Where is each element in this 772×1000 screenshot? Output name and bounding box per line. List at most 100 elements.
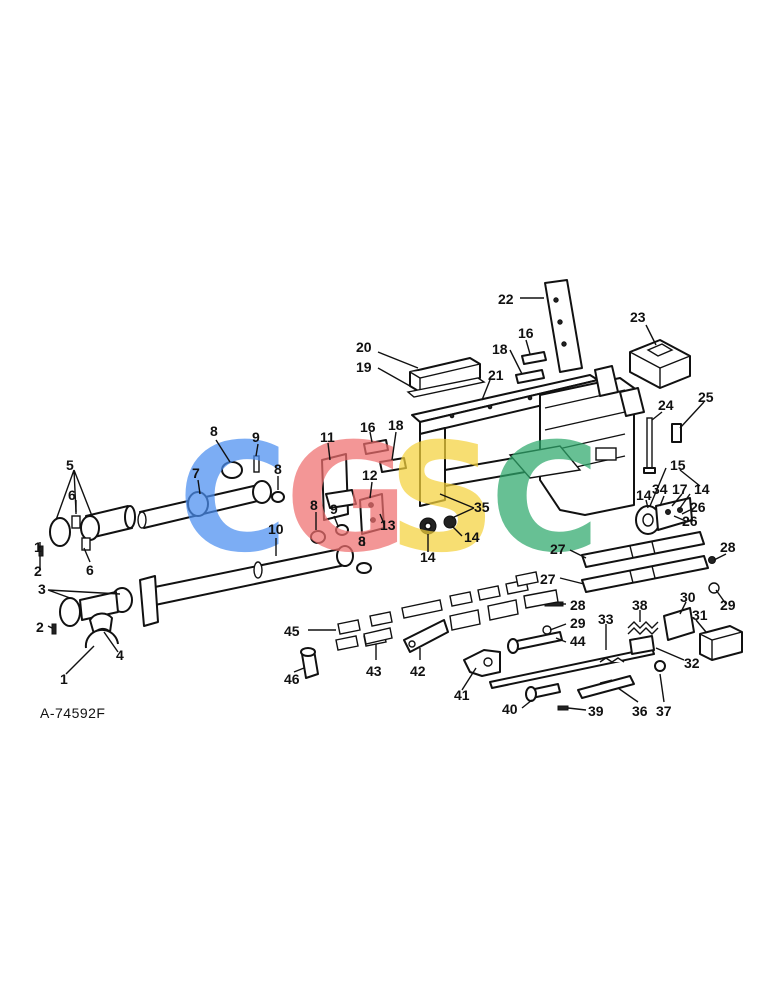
- label-44: 44: [570, 633, 586, 649]
- label-6-upper: 6: [68, 487, 76, 503]
- label-5: 5: [66, 457, 74, 473]
- label-41: 41: [454, 687, 470, 703]
- label-37: 37: [656, 703, 672, 719]
- part-22-plate: [544, 279, 583, 373]
- label-16: 16: [518, 325, 534, 341]
- figure-reference: A-74592F: [40, 705, 105, 721]
- watermark-letter-3: S: [388, 412, 496, 586]
- label-1-lower: 1: [60, 671, 68, 687]
- part-8-mid-bushings: [310, 524, 349, 544]
- label-22: 22: [498, 291, 514, 307]
- label-16-mid: 16: [360, 419, 376, 435]
- part-32-block: [629, 635, 655, 655]
- label-31: 31: [692, 607, 708, 623]
- part-44-pin: [507, 631, 563, 654]
- label-9-mid: 9: [330, 501, 338, 517]
- part-38-spring: [627, 621, 659, 635]
- part-15-hub-assembly: [635, 497, 693, 535]
- label-10: 10: [268, 521, 284, 537]
- part-8-bushing: [221, 461, 285, 503]
- part-18-plate: [515, 369, 545, 384]
- watermark: C G S C: [178, 412, 600, 586]
- label-14-nut: 14: [420, 549, 436, 565]
- label-6-lower: 6: [86, 562, 94, 578]
- part-31-block: [699, 625, 743, 661]
- watermark-letter-2: G: [285, 412, 408, 586]
- label-14-hub-right: 14: [694, 481, 710, 497]
- part-37-nut: [654, 660, 666, 672]
- part-7-upper-shaft: [137, 480, 272, 529]
- label-29-right: 29: [720, 597, 736, 613]
- label-12: 12: [362, 467, 378, 483]
- label-7: 7: [192, 465, 200, 481]
- label-17: 17: [672, 481, 688, 497]
- label-23: 23: [630, 309, 646, 325]
- label-21: 21: [488, 367, 504, 383]
- label-42: 42: [410, 663, 426, 679]
- part-16-plate: [521, 351, 547, 365]
- part-41-bracket: [463, 649, 501, 677]
- part-5-yoke: [49, 505, 136, 547]
- label-26-lower: 26: [682, 513, 698, 529]
- label-8-mid: 8: [310, 497, 318, 513]
- part-42-link: [403, 619, 449, 653]
- label-8-right: 8: [274, 461, 282, 477]
- label-27-upper: 27: [550, 541, 566, 557]
- label-34: 34: [652, 481, 668, 497]
- label-18: 18: [492, 341, 508, 357]
- label-26-upper: 26: [690, 499, 706, 515]
- label-45: 45: [284, 623, 300, 639]
- watermark-letter-4: C: [490, 412, 600, 586]
- label-24: 24: [658, 397, 674, 413]
- label-8-lower: 8: [358, 533, 366, 549]
- label-1-upper: 1: [34, 539, 42, 555]
- part-30-bracket: [663, 607, 695, 641]
- label-35: 35: [474, 499, 490, 515]
- label-32: 32: [684, 655, 700, 671]
- part-23-block: [629, 339, 691, 389]
- label-9-top: 9: [252, 429, 260, 445]
- label-38: 38: [632, 597, 648, 613]
- part-27-lower-bar: [581, 555, 709, 593]
- label-4: 4: [116, 647, 124, 663]
- label-40: 40: [502, 701, 518, 717]
- part-10-lower-shaft: [139, 545, 372, 627]
- part-33-rod: [489, 647, 655, 689]
- part-19-strip: [406, 377, 486, 398]
- parts-drawing: [38, 279, 743, 711]
- callout-labels: 22 23 16 20 18 19 21 24 25 8 9 16 18 11 …: [34, 291, 736, 719]
- part-21-main-frame: [411, 365, 645, 516]
- label-14-nut-right: 14: [464, 529, 480, 545]
- label-14-hub: 14: [636, 487, 652, 503]
- part-46-pin: [300, 647, 319, 679]
- part-2-screws: [38, 545, 57, 635]
- part-27-upper-bar: [581, 531, 705, 568]
- part-35-bolt: [443, 515, 457, 529]
- label-2-upper: 2: [34, 563, 42, 579]
- label-8-top: 8: [210, 423, 218, 439]
- label-15: 15: [670, 457, 686, 473]
- label-20: 20: [356, 339, 372, 355]
- label-43: 43: [366, 663, 382, 679]
- label-28-mid: 28: [570, 597, 586, 613]
- watermark-letter-1: C: [178, 412, 288, 586]
- label-18-mid: 18: [388, 417, 404, 433]
- part-24-bolt: [643, 417, 656, 474]
- part-1-clip: [84, 628, 119, 649]
- part-12-bracket: [359, 493, 385, 535]
- part-6-cap: [71, 515, 91, 551]
- label-28-right: 28: [720, 539, 736, 555]
- label-11: 11: [320, 429, 335, 445]
- label-19: 19: [356, 359, 372, 375]
- part-43-plate: [363, 627, 393, 645]
- part-16-18-plates-mid: [363, 439, 407, 473]
- label-25: 25: [698, 389, 714, 405]
- label-36: 36: [632, 703, 648, 719]
- part-40-pin: [525, 683, 561, 702]
- part-20-bar: [409, 357, 481, 393]
- leader-lines: [39, 297, 727, 711]
- label-27-lower: 27: [540, 571, 556, 587]
- label-3: 3: [38, 581, 46, 597]
- part-9-pin-center: [325, 489, 357, 509]
